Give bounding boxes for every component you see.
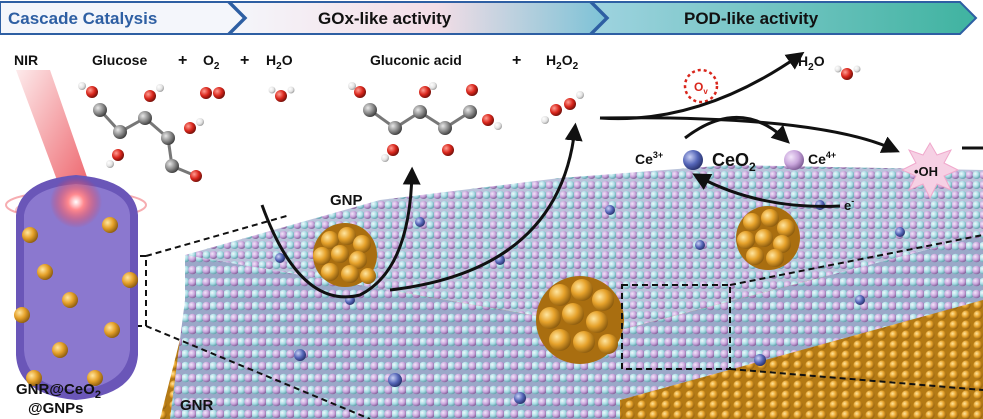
hydroxyl-radical-burst (900, 142, 983, 200)
product-water-molecule (834, 65, 861, 80)
ceo2-label: CeO2 (712, 150, 756, 174)
water-product-label: H2O (798, 53, 825, 73)
nir-label: NIR (14, 52, 38, 68)
gnps-label: @GNPs (28, 400, 83, 417)
glucose-molecule (78, 82, 204, 182)
plus-sign: + (240, 52, 249, 69)
electron-label: e- (844, 196, 854, 213)
oxygen-molecule (200, 87, 225, 99)
header-cascade-catalysis: Cascade Catalysis (8, 9, 157, 28)
h2o-label: H2O (266, 52, 293, 72)
o2-label: O2 (203, 52, 220, 72)
header-pod-activity: POD-like activity (684, 9, 819, 28)
reaction-arrows (260, 51, 900, 299)
gold-nanoparticle-right (736, 206, 800, 270)
ce3-atom (683, 150, 703, 170)
ce4-atom (784, 150, 804, 170)
gnr-label: GNR (180, 397, 214, 414)
oxygen-vacancy-label: Ov (694, 80, 708, 96)
hydrogen-peroxide-molecule (541, 91, 584, 124)
gold-nanoparticle-center (536, 276, 624, 364)
ceria-slab (170, 165, 983, 419)
header-gox-activity: GOx-like activity (318, 9, 452, 28)
gnr-ceo2-gnps-label: GNR@CeO2 (16, 381, 101, 401)
plus-sign: + (512, 52, 521, 69)
h2o2-label: H2O2 (546, 52, 579, 72)
gluconic-acid-molecule (348, 82, 502, 162)
plus-sign: + (178, 52, 187, 69)
water-molecule (268, 86, 295, 102)
ce3-label: Ce3+ (635, 150, 663, 167)
glucose-label: Glucose (92, 52, 147, 68)
gold-nanoparticle-left (313, 223, 377, 287)
header-bar (0, 1, 978, 35)
hydroxyl-radical-label: •OH (914, 164, 938, 179)
nanoparticle-illustration (5, 70, 147, 400)
gluconic-acid-label: Gluconic acid (370, 52, 462, 68)
gnp-label: GNP (330, 192, 363, 209)
oxygen-vacancy-icon (683, 68, 719, 104)
ce4-label: Ce4+ (808, 150, 836, 167)
